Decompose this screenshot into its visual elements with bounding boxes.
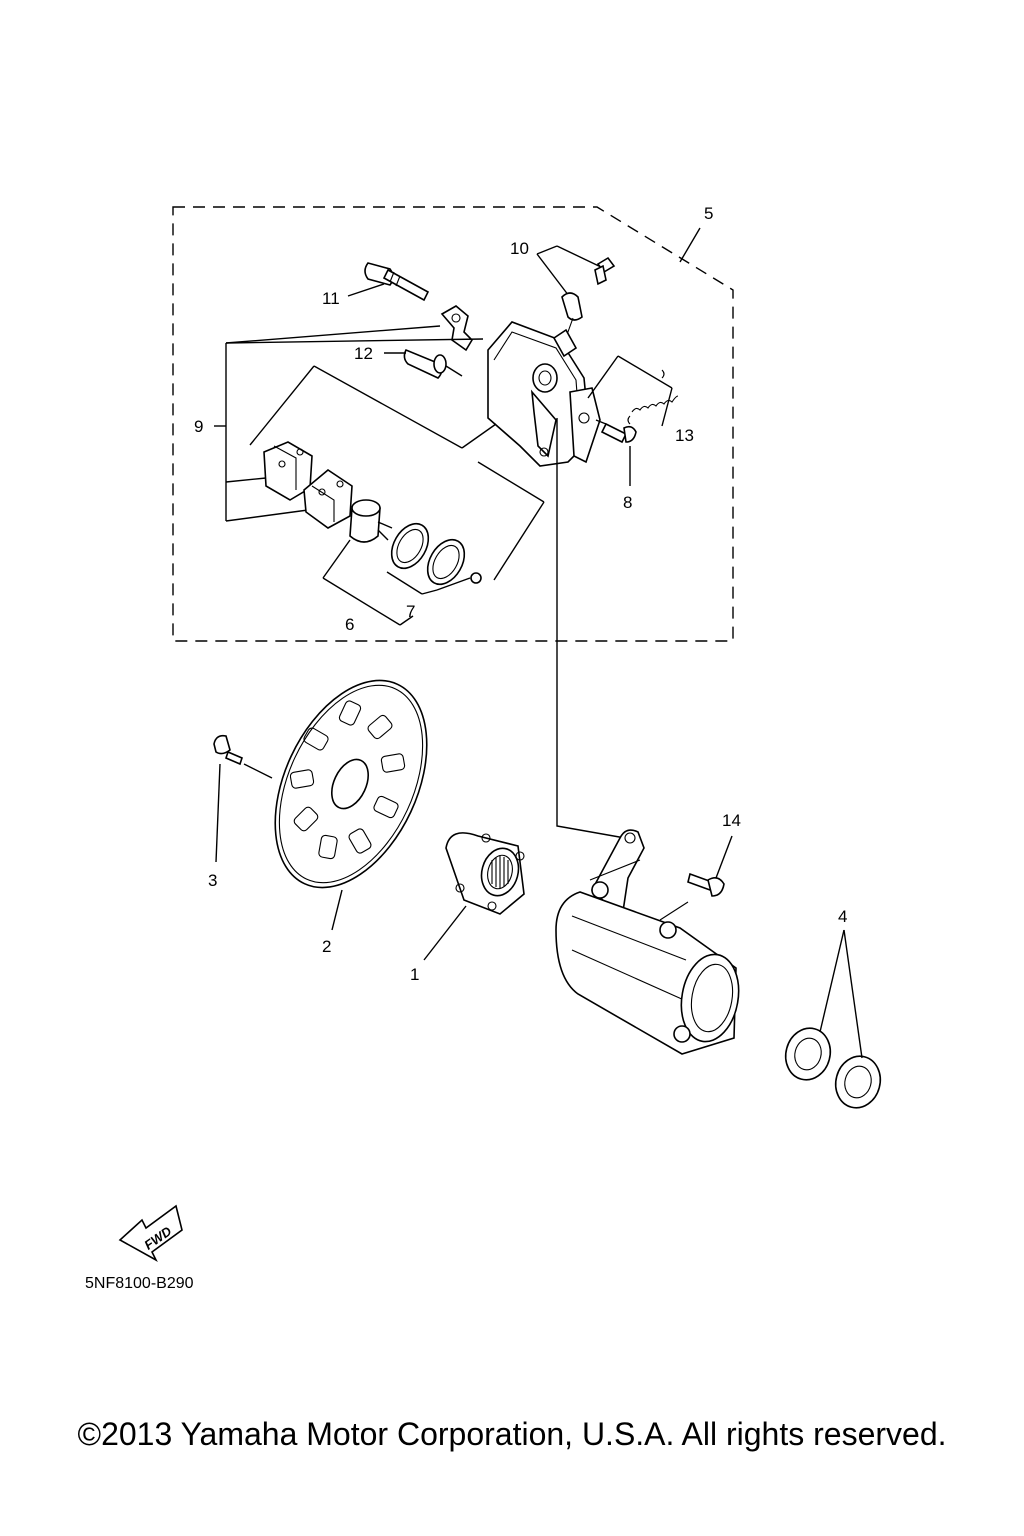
leader-2 [331,889,343,931]
leader-11 [347,283,385,297]
label-10: 10 [510,239,529,258]
diagram-code: 5NF8100-B290 [85,1275,194,1292]
caliper-body [487,321,601,467]
caliper-bolt-11 [364,262,430,302]
pad-kit-outline [249,365,545,581]
caliper-pin-12 [403,348,463,379]
leader-5 [679,227,701,263]
piston-seals-7 [386,522,482,626]
label-13: 13 [675,426,694,445]
caliper-bracket-link [556,418,626,839]
forward-arrow-icon [118,1204,183,1262]
bolt-8 [600,422,637,486]
lock-nuts-4 [784,929,882,1109]
copyright-notice: ©2013 Yamaha Motor Corporation, U.S.A. A… [77,1416,947,1452]
label-11: 11 [322,289,340,308]
bracket-bolt-14 [687,835,733,897]
label-5: 5 [704,204,713,223]
pad-kit-bracket-9 [214,325,484,522]
brake-pad-outer [303,469,353,529]
caliper-assembly-boundary [172,206,734,642]
label-2: 2 [322,937,331,956]
disc-bolt-3 [213,734,273,863]
rear-hub-1 [423,832,525,961]
label-1: 1 [410,965,419,984]
axle-housing-bracket [555,829,740,1055]
label-14: 14 [722,811,741,830]
label-8: 8 [623,493,632,512]
piston-6 [322,499,401,626]
spring-13 [587,355,679,427]
label-3: 3 [208,871,217,890]
brake-disc-2 [274,679,428,889]
label-6: 6 [345,615,354,634]
label-7: 7 [406,602,415,621]
label-12: 12 [354,344,373,363]
label-4: 4 [838,907,847,926]
label-9: 9 [194,417,203,436]
pad-retainer-clip [440,305,474,352]
